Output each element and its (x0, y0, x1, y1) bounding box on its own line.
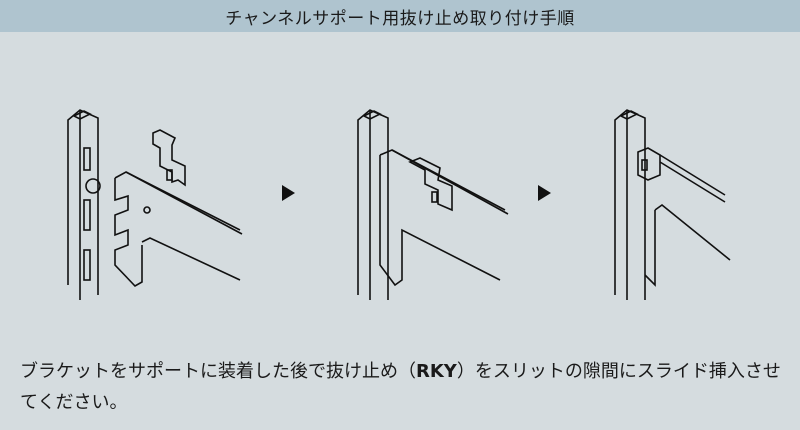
title-bar: チャンネルサポート用抜け止め取り付け手順 (0, 0, 800, 32)
instruction-text: ブラケットをサポートに装着した後で抜け止め（RKY）をスリットの隙間にスライド挿… (20, 356, 790, 418)
next-step-arrow-icon (282, 185, 295, 201)
page-title: チャンネルサポート用抜け止め取り付け手順 (225, 8, 575, 29)
step-3-illustration (614, 109, 731, 300)
step-2-illustration (357, 109, 509, 300)
instruction-text-before: ブラケットをサポートに装着した後で抜け止め（ (20, 361, 416, 382)
next-step-arrow-icon (538, 185, 551, 201)
instruction-text-after: ）をスリットの隙間にスライド挿入させてください。 (20, 361, 781, 413)
part-code: RKY (416, 361, 457, 382)
step-1-illustration (67, 109, 243, 300)
